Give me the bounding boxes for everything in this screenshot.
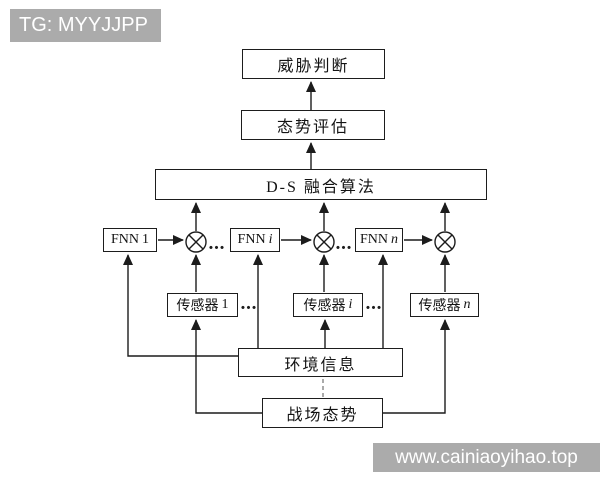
sensor1-label: 传感器 xyxy=(176,299,219,314)
multiply-node3-icon xyxy=(434,231,456,253)
arrow-battlefield-to-sensor1 xyxy=(191,319,262,414)
ds-fusion-algorithm-box: D-S 融合算法 xyxy=(155,169,487,200)
arrow-battlefield-to-sensorn xyxy=(383,319,450,414)
sensori-index: i xyxy=(348,297,353,312)
ellipsis-after-sensori: … xyxy=(365,294,382,314)
situation-assessment-box: 态势评估 xyxy=(241,110,385,140)
ds-fusion-algorithm-label: D-S 融合算法 xyxy=(266,178,376,196)
threat-judgment-box: 威胁判断 xyxy=(242,49,385,79)
watermark-top-left: TG: MYYJJPP xyxy=(10,9,161,42)
watermark-bottom-text: www.cainiaoyihao.top xyxy=(395,446,578,468)
environment-info-box: 环境信息 xyxy=(238,348,403,377)
fnn1-label: FNN xyxy=(110,232,139,247)
sensori-label: 传感器 xyxy=(303,299,346,314)
fnni-label: FNN xyxy=(237,232,266,247)
fnn1-index: 1 xyxy=(142,232,149,247)
watermark-bottom-right: www.cainiaoyihao.top xyxy=(373,443,600,472)
multiply-node1-icon xyxy=(185,231,207,253)
ellipsis-after-sensor1: … xyxy=(240,294,257,314)
threat-judgment-label: 威胁判断 xyxy=(277,58,350,75)
watermark-top-text: TG: MYYJJPP xyxy=(19,14,148,36)
sensorn-index: n xyxy=(463,297,471,312)
sensor1-index: 1 xyxy=(221,297,229,312)
multiply-node2-icon xyxy=(313,231,335,253)
environment-info-label: 环境信息 xyxy=(284,356,357,374)
ellipsis-after-node1: … xyxy=(208,234,225,254)
battlefield-situation-box: 战场态势 xyxy=(262,398,383,428)
ellipsis-after-node2: … xyxy=(335,234,352,254)
arrow-environment-to-fnn1 xyxy=(123,254,238,357)
fnni-index: i xyxy=(268,232,273,247)
sensorn-label: 传感器 xyxy=(418,299,461,314)
fnnn-index: n xyxy=(391,232,398,247)
situation-assessment-label: 态势评估 xyxy=(276,119,349,136)
fnnn-label: FNN xyxy=(359,232,388,247)
battlefield-situation-label: 战场态势 xyxy=(286,407,359,424)
